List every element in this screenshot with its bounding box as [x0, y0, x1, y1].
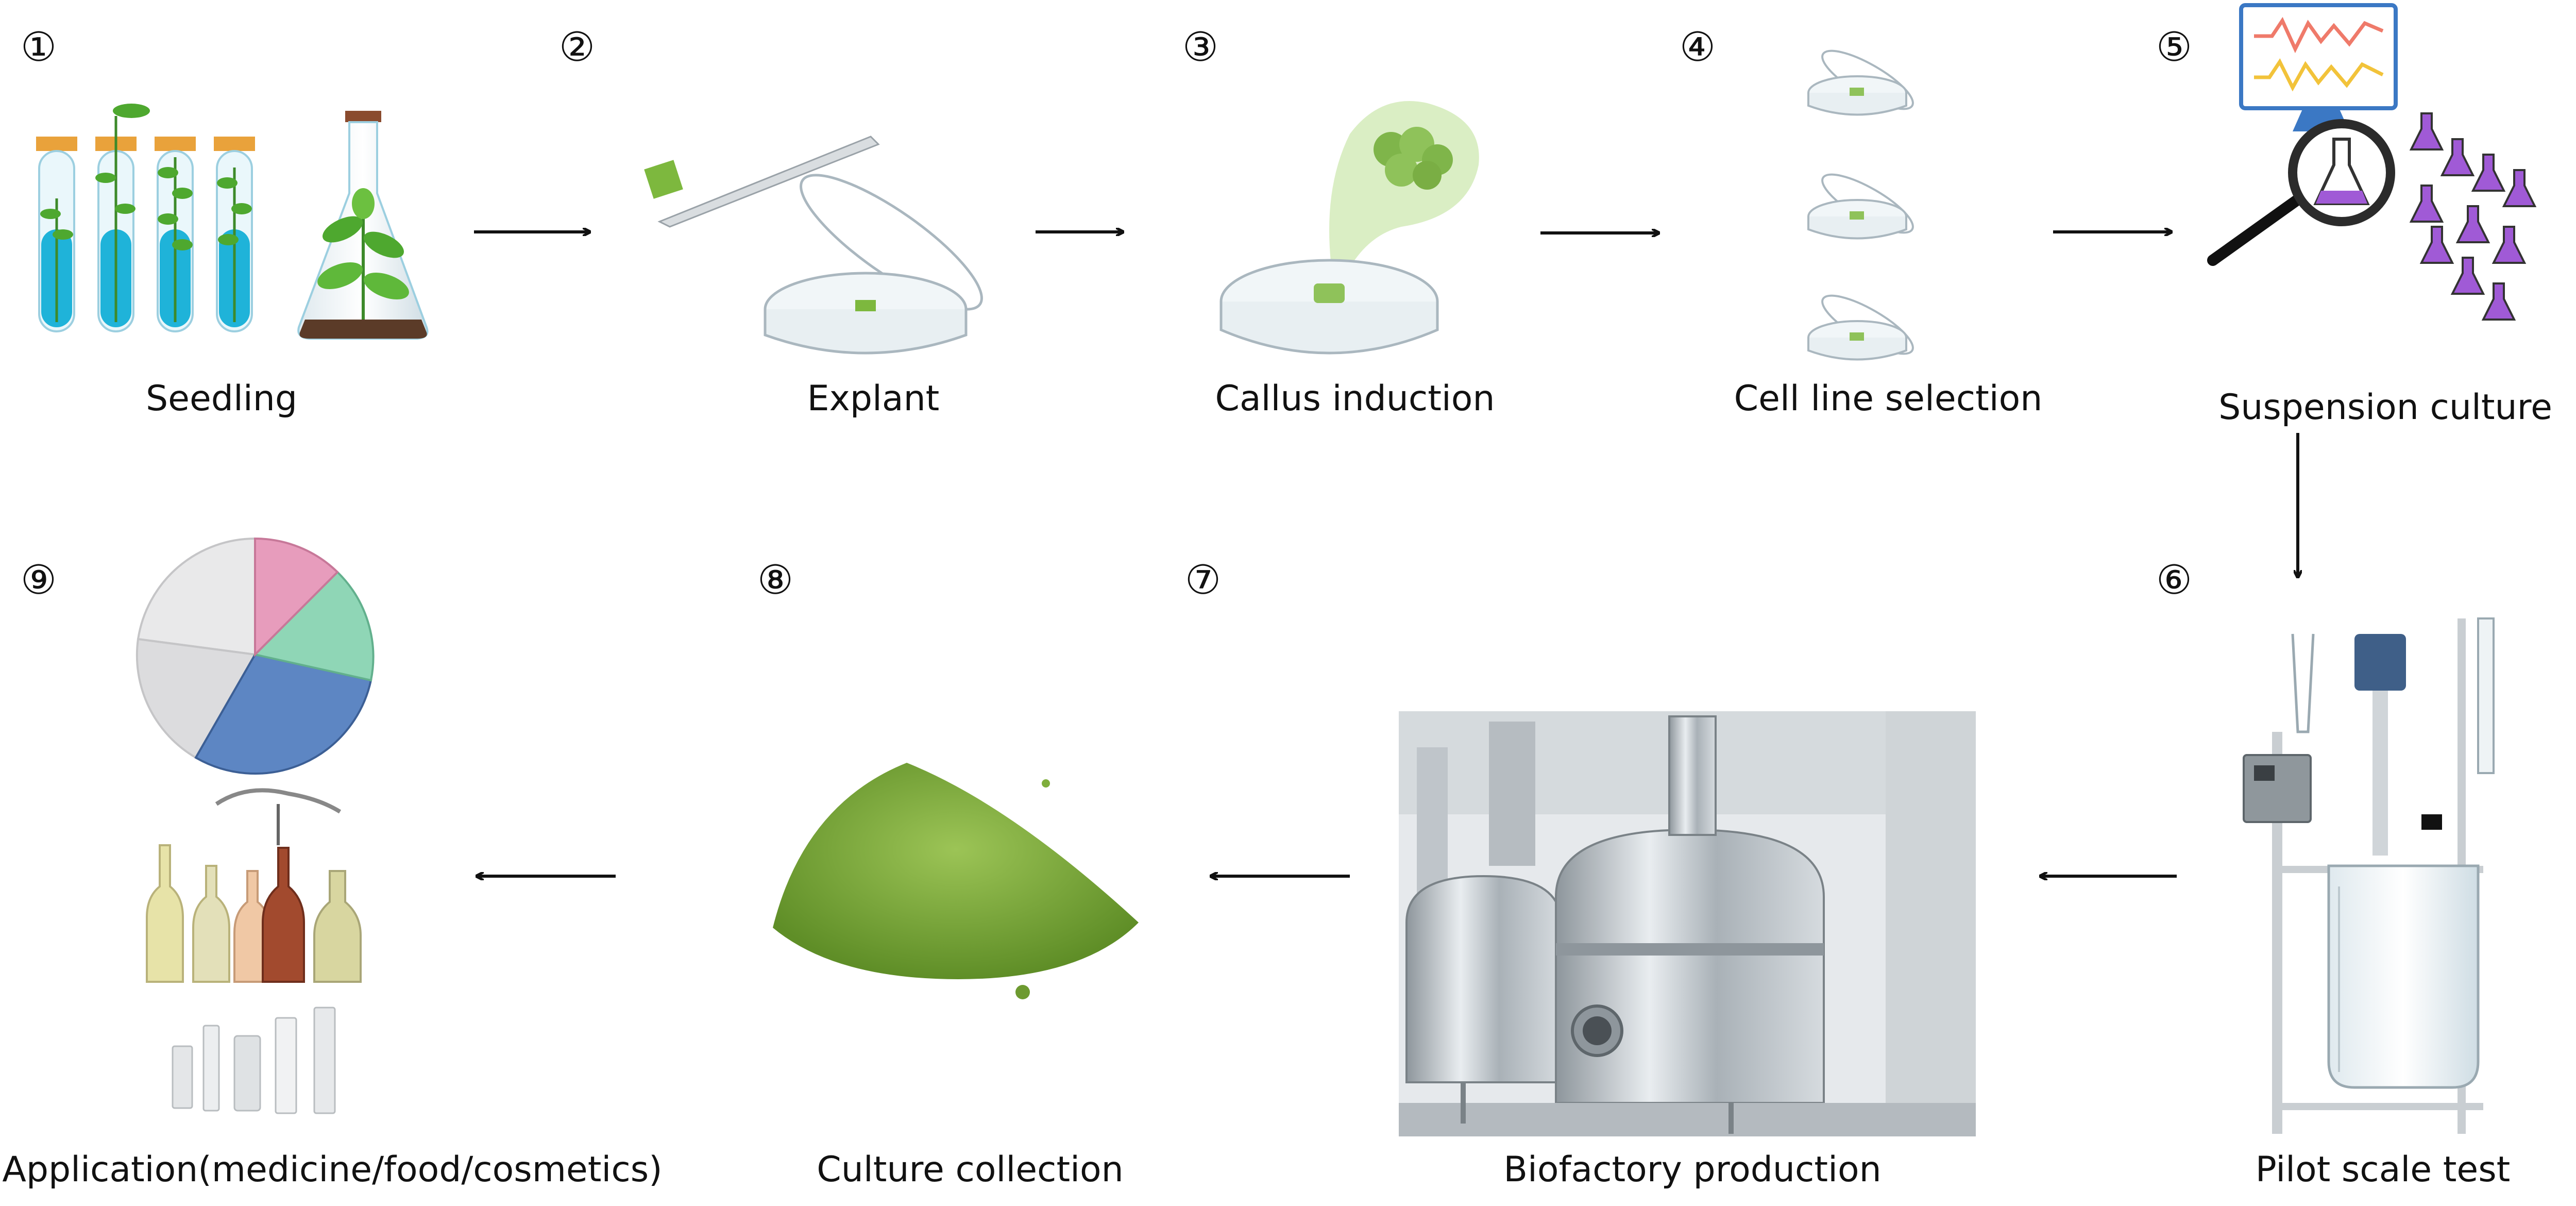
- step-number: ①: [21, 24, 57, 71]
- petri-dish-open: [764, 174, 983, 355]
- flask-cluster: [2409, 112, 2537, 321]
- pills-pie-illustration: [135, 537, 375, 775]
- step-label: Biofactory production: [1503, 1149, 1881, 1190]
- scalpel-illustration: [644, 136, 880, 228]
- step-label: Explant: [807, 378, 940, 419]
- step-label: Cell line selection: [1734, 378, 2043, 419]
- step-number: ⑥: [2156, 557, 2192, 604]
- step-biofactory-production: ⑦ Biofactory production: [1185, 557, 1976, 1190]
- step-number: ⑦: [1185, 557, 1221, 604]
- petri-dish-small-1: [1807, 49, 1914, 116]
- glass-reactor-illustration: [2243, 617, 2495, 1134]
- step-application: ⑨ Application(medicine/food/cosmetics): [2, 537, 663, 1190]
- cosmetics-illustration: [172, 1007, 336, 1114]
- callus-bubble: [1329, 101, 1479, 289]
- step-number: ③: [1182, 24, 1218, 71]
- green-powder-pile: [773, 763, 1139, 999]
- step-number: ⑤: [2156, 24, 2192, 71]
- step-label: Pilot scale test: [2256, 1149, 2511, 1190]
- petri-dish-closed: [1219, 259, 1439, 355]
- petri-dish-small-3: [1807, 294, 1914, 361]
- step-culture-collection: ⑧ Culture collection: [757, 557, 1139, 1190]
- monitor-icon: [2239, 3, 2398, 131]
- step-label: Callus induction: [1215, 378, 1495, 419]
- step-number: ④: [1680, 24, 1716, 71]
- step-label: Seedling: [146, 378, 297, 419]
- biofactory-photo: [1399, 711, 1976, 1136]
- erlenmeyer-flask-plant: [297, 111, 429, 340]
- magnifier-icon: [2207, 119, 2395, 266]
- test-tubes-illustration: [36, 104, 255, 332]
- step-label: Culture collection: [817, 1149, 1123, 1190]
- step-explant: ② Explant: [559, 24, 983, 419]
- step-pilot-scale-test: ⑥ Pilot scale test: [2156, 557, 2510, 1190]
- step-cell-line-selection: ④ Cell line selection: [1680, 24, 2042, 419]
- step-callus-induction: ③ Callus induction: [1182, 24, 1495, 419]
- step-seedling: ①: [21, 24, 429, 419]
- step-number: ⑨: [21, 557, 57, 604]
- step-number: ⑧: [757, 557, 793, 604]
- step-suspension-culture: ⑤ Susp: [2156, 3, 2552, 428]
- bottles-illustration: [146, 788, 362, 983]
- step-label: Suspension culture: [2218, 387, 2552, 428]
- step-label: Application(medicine/food/cosmetics): [2, 1149, 662, 1190]
- step-number: ②: [559, 24, 595, 71]
- petri-dish-small-2: [1807, 173, 1914, 240]
